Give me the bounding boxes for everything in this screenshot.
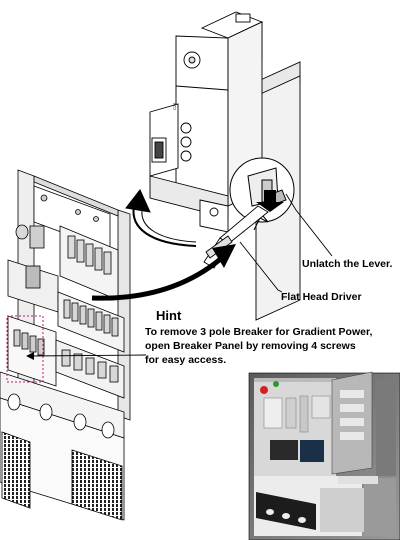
unlatch-lever-label: Unlatch the Lever.	[302, 258, 393, 270]
curved-pointer-arrow	[91, 244, 236, 301]
unlatch-arrow	[256, 190, 284, 212]
svg-text:C25: C25	[172, 102, 177, 110]
rotation-arrow	[125, 189, 197, 247]
hint-line: for easy access.	[145, 354, 227, 366]
hint-line: open Breaker Panel by removing 4 screws	[145, 340, 356, 352]
equipment-cabinet-drawing	[0, 169, 131, 521]
hint-text: To remove 3 pole Breaker for Gradient Po…	[145, 325, 372, 367]
breaker-panel-highlight	[6, 315, 44, 383]
hint-title: Hint	[156, 308, 182, 323]
flat-head-driver-label: Flat Head Driver	[281, 291, 362, 303]
hint-arrowhead	[26, 352, 34, 360]
hint-line: To remove 3 pole Breaker for Gradient Po…	[145, 326, 373, 338]
breaker-panel-photo	[248, 371, 400, 540]
callout-lines	[29, 193, 333, 357]
